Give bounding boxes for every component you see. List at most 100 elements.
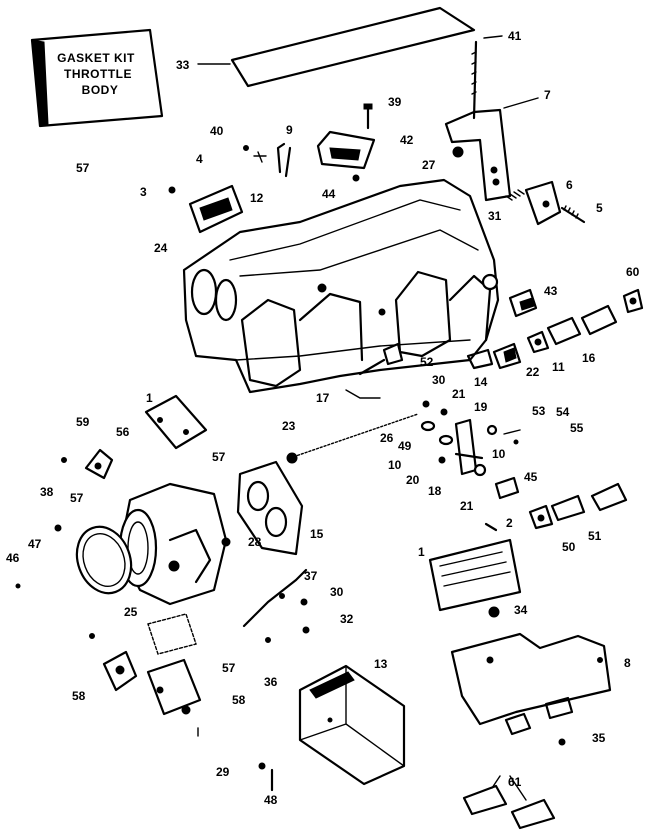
callout-50: 50: [562, 540, 576, 554]
part-27-nut: [452, 146, 464, 158]
callout-3: 3: [140, 185, 147, 199]
kit-box-line-2: THROTTLE: [64, 67, 132, 81]
callout-12: 12: [250, 191, 264, 205]
kit-box-line-3: BODY: [82, 83, 119, 97]
part-47-gasket-ring: [75, 525, 133, 595]
callout-5: 5: [596, 201, 603, 215]
callout-17: 17: [316, 391, 330, 405]
callout-21: 21: [460, 499, 474, 513]
part-38-nut: [54, 524, 62, 532]
callout-13: 13: [374, 657, 388, 671]
callout-14: 14: [474, 375, 488, 389]
callout-57: 57: [76, 161, 90, 175]
callout-46: 46: [6, 551, 20, 565]
part-22-valve: [492, 342, 522, 370]
part-9-clip: [243, 142, 292, 178]
callout-19: 19: [474, 400, 488, 414]
callout-30: 30: [432, 373, 446, 387]
part-31-spring: [505, 189, 525, 201]
part-43-sensor: [508, 288, 538, 318]
callout-7: 7: [544, 88, 551, 102]
part-45-fitting: [494, 476, 520, 500]
callout-15: 15: [310, 527, 324, 541]
part-5-screw: [560, 205, 586, 224]
linkage-cluster: [420, 400, 521, 477]
callout-9: 9: [286, 123, 293, 137]
gasket-kit-box: GASKET KIT THROTTLE BODY: [30, 28, 164, 128]
callout-60: 60: [626, 265, 640, 279]
callout-44: 44: [322, 187, 336, 201]
part-25-gasket: [147, 613, 197, 655]
callout-33: 33: [176, 58, 190, 72]
part-33-top-gasket: [197, 6, 476, 88]
callout-31: 31: [488, 209, 502, 223]
part-58-actuator: [102, 650, 138, 692]
callout-52: 52: [420, 355, 434, 369]
callout-54: 54: [556, 405, 570, 419]
callout-43: 43: [544, 284, 558, 298]
part-12-plate: [168, 184, 244, 234]
callout-39: 39: [388, 95, 402, 109]
part-7-bracket: [444, 97, 539, 202]
callout-30: 30: [330, 585, 344, 599]
part-58-housing: [146, 658, 202, 737]
callout-22: 22: [526, 365, 540, 379]
callout-1: 1: [146, 391, 153, 405]
callout-18: 18: [428, 484, 442, 498]
part-1-bracket: [428, 538, 522, 618]
callout-49: 49: [398, 439, 412, 453]
part-screw-small: [89, 633, 95, 639]
callout-58: 58: [72, 689, 86, 703]
callout-58: 58: [232, 693, 246, 707]
callout-57: 57: [70, 491, 84, 505]
callout-32: 32: [340, 612, 354, 626]
callout-47: 47: [28, 537, 42, 551]
callout-42: 42: [400, 133, 414, 147]
callout-25: 25: [124, 605, 138, 619]
callout-45: 45: [524, 470, 538, 484]
part-15-gasket: [236, 460, 304, 556]
part-50-fitting: [528, 504, 554, 530]
part-60-fitting: [622, 288, 644, 314]
callout-4: 4: [196, 152, 203, 166]
part-39-screw: [363, 103, 373, 130]
callout-36: 36: [264, 675, 278, 689]
part-13-air-box: [298, 664, 406, 786]
callout-57: 57: [212, 450, 226, 464]
callout-41: 41: [508, 29, 522, 43]
part-52-sensor: [358, 342, 404, 376]
callout-37: 37: [304, 569, 318, 583]
part-46-screw: [15, 583, 21, 589]
part-14-bracket: [466, 348, 494, 370]
callout-61: 61: [508, 775, 522, 789]
callout-16: 16: [582, 351, 596, 365]
callout-35: 35: [592, 731, 606, 745]
part-23-rod: [286, 413, 419, 464]
callout-27: 27: [422, 158, 436, 172]
part-8-shield: [450, 632, 612, 746]
part-11-fitting: [526, 330, 550, 354]
part-51-hose: [550, 482, 628, 522]
part-61-hoses: [462, 775, 556, 830]
callout-51: 51: [588, 529, 602, 543]
callout-57: 57: [222, 661, 236, 675]
part-30-wire: [345, 389, 381, 399]
part-41-bolt: [471, 35, 503, 120]
part-1-gasket-top: [144, 394, 208, 450]
callout-11: 11: [552, 360, 565, 374]
callout-21: 21: [452, 387, 466, 401]
callout-38: 38: [40, 485, 54, 499]
callout-56: 56: [116, 425, 130, 439]
callout-26: 26: [380, 431, 394, 445]
part-6-block: [524, 180, 562, 226]
callout-10: 10: [492, 447, 506, 461]
callout-8: 8: [624, 656, 631, 670]
part-2-screw: [484, 522, 498, 532]
callout-20: 20: [406, 473, 420, 487]
throttle-body: [118, 482, 231, 606]
callout-29: 29: [216, 765, 230, 779]
kit-box-line-1: GASKET KIT: [57, 51, 135, 65]
callout-labels: 41 33 7 39 9 40 42 27 57 4 44 6 3 12 31 …: [6, 29, 640, 807]
